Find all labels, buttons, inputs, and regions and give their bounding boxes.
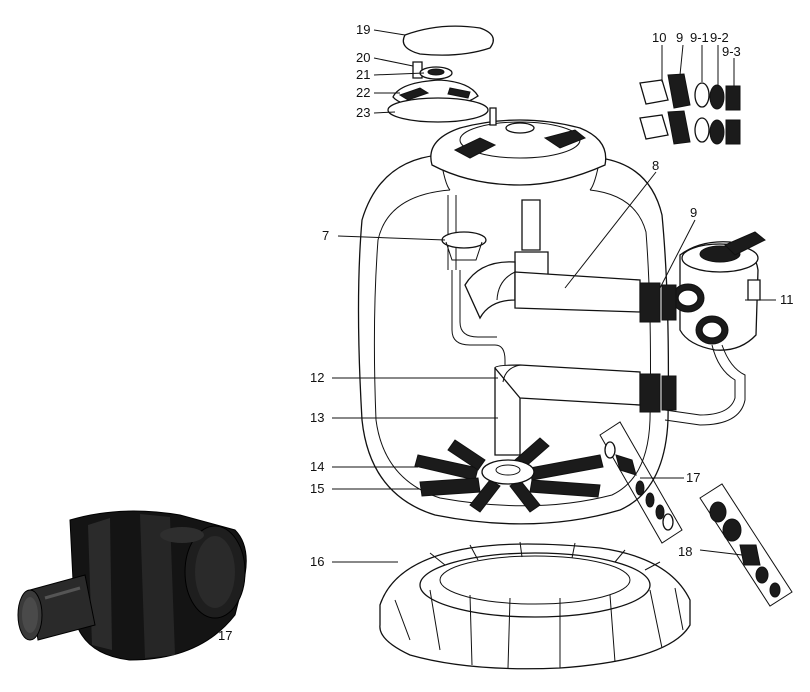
label-15: 15: [310, 481, 324, 496]
group-17: [599, 421, 683, 544]
label-12: 12: [310, 370, 324, 385]
label-9-2: 9-2: [710, 30, 729, 45]
label-16: 16: [310, 554, 324, 569]
fittings-set: [639, 73, 741, 145]
multiport-valve: [664, 231, 766, 426]
label-9: 9: [676, 30, 683, 45]
label-9-1: 9-1: [690, 30, 709, 45]
label-18: 18: [678, 544, 692, 559]
label-23: 23: [356, 105, 370, 120]
label-10: 10: [652, 30, 666, 45]
label-9-3: 9-3: [722, 44, 741, 59]
laterals: [414, 437, 604, 513]
label-19: 19: [356, 22, 370, 37]
label-11: 11: [780, 292, 794, 307]
label-13: 13: [310, 410, 324, 425]
tank-unions: [639, 282, 677, 413]
leader-lines: [332, 29, 776, 563]
lid-parts: [387, 25, 494, 123]
label-9-union: 9: [690, 205, 697, 220]
label-14: 14: [310, 459, 324, 474]
photo-part-17: 17: [17, 510, 247, 661]
label-7: 7: [322, 228, 329, 243]
group-18: [699, 483, 793, 607]
part-numbers: 19 20 21 22 23 10 9 9-1 9-2 9-3 8 9 7 11…: [310, 22, 794, 569]
photo-caption: 17: [218, 628, 232, 643]
label-20: 20: [356, 50, 370, 65]
label-17: 17: [686, 470, 700, 485]
filter-tank: [357, 107, 670, 525]
label-22: 22: [356, 85, 370, 100]
label-21: 21: [356, 67, 370, 82]
label-8: 8: [652, 158, 659, 173]
base-stand: [379, 541, 691, 670]
